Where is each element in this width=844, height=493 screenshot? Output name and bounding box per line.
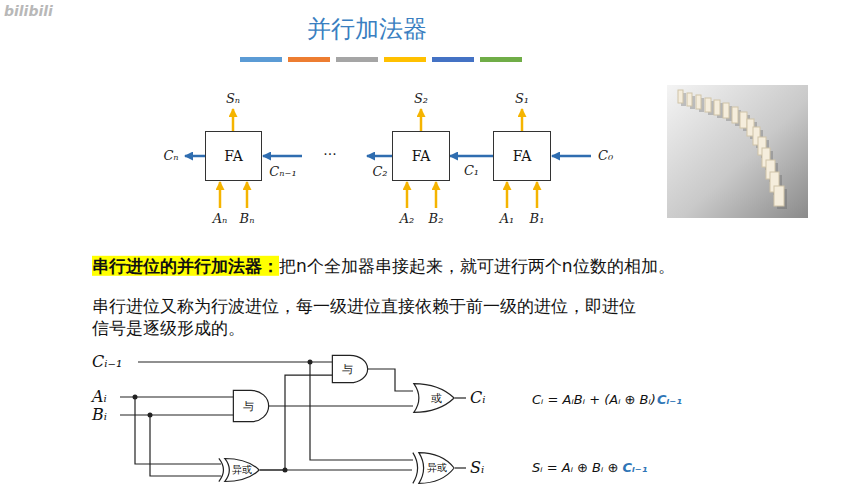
node-label: 或 bbox=[431, 391, 442, 406]
junction-dot bbox=[308, 360, 313, 365]
output-name: Sᵢ bbox=[470, 458, 484, 477]
node-label: 与 bbox=[342, 362, 353, 377]
signal-name: Cₙ₋₁ bbox=[269, 164, 296, 180]
a-wire bbox=[120, 397, 233, 464]
body-text: 串行进位又称为行波进位，每一级进位直接依赖于前一级的进位，即进位信号是逐级形成的… bbox=[92, 295, 652, 339]
color-bar bbox=[480, 57, 522, 62]
carry-arrow bbox=[185, 155, 205, 158]
input-arrow bbox=[406, 182, 409, 208]
signal-name: Sₙ bbox=[226, 91, 240, 107]
wire-connector bbox=[260, 375, 332, 470]
signal-name: C₀ bbox=[598, 148, 613, 164]
signal-name: Aₙ bbox=[213, 211, 228, 227]
or-gate: 或 bbox=[413, 383, 455, 413]
color-bar bbox=[336, 57, 378, 62]
input-name: Aᵢ bbox=[92, 387, 107, 406]
formula: Cᵢ = AᵢBᵢ + (Aᵢ ⊕ Bᵢ) bbox=[532, 392, 656, 408]
input-arrow bbox=[435, 182, 438, 208]
gate-outline bbox=[413, 453, 418, 484]
full-adder-box: FA bbox=[493, 131, 551, 181]
input-arrow bbox=[219, 182, 222, 208]
body-text: 把n个全加器串接起来，就可进行两个n位数的相加。 bbox=[279, 256, 675, 276]
full-adder-box: FA bbox=[392, 131, 450, 181]
domino bbox=[732, 107, 738, 123]
gate-outline bbox=[419, 453, 454, 484]
domino bbox=[705, 98, 711, 112]
signal-name: B₁ bbox=[530, 211, 545, 227]
color-bar bbox=[288, 57, 330, 62]
color-bar bbox=[240, 57, 282, 62]
highlight-term: 串行进位的并行加法器： bbox=[92, 256, 279, 276]
node-label: FA bbox=[513, 148, 532, 164]
carry-in-wire bbox=[138, 362, 413, 460]
b-wire bbox=[120, 415, 233, 476]
input-name: Cᵢ₋₁ bbox=[92, 352, 122, 371]
gate-outline bbox=[233, 390, 268, 421]
signal-name: B₂ bbox=[429, 211, 444, 227]
color-bar bbox=[384, 57, 426, 62]
domino bbox=[723, 103, 729, 118]
junction-dot bbox=[133, 395, 138, 400]
node-label: 与 bbox=[243, 399, 254, 414]
carry-connector bbox=[450, 155, 493, 158]
domino bbox=[687, 93, 692, 106]
output-name: Cᵢ bbox=[470, 388, 485, 407]
domino-photo bbox=[667, 85, 808, 218]
signal-name: A₁ bbox=[500, 211, 515, 227]
wire-connector bbox=[368, 369, 413, 391]
carry-out-wire bbox=[455, 397, 466, 398]
xor-gate: 异或 bbox=[412, 452, 455, 484]
signal-name: Cₙ bbox=[163, 148, 178, 164]
full-adder-box: FA bbox=[205, 131, 262, 181]
carry-arrow bbox=[552, 155, 591, 158]
wire-connector bbox=[260, 469, 412, 470]
gate-outline bbox=[219, 458, 224, 481]
domino bbox=[678, 90, 683, 103]
carry-arrow bbox=[263, 155, 302, 158]
dominoes bbox=[678, 90, 787, 209]
input-arrow bbox=[536, 182, 539, 208]
gate-outline bbox=[414, 384, 454, 413]
domino bbox=[774, 186, 784, 206]
sum-arrow bbox=[232, 109, 235, 131]
watermark: bilibili bbox=[4, 3, 53, 20]
formula-term: Cᵢ₋₁ bbox=[622, 460, 647, 476]
xor-gate: 异或 bbox=[218, 458, 260, 482]
domino bbox=[714, 100, 720, 115]
edge-label: C₁ bbox=[464, 163, 479, 179]
sum-out-wire bbox=[455, 467, 466, 468]
formula-term: Cᵢ₋₁ bbox=[657, 392, 682, 408]
formula: Sᵢ = Aᵢ ⊕ Bᵢ ⊕ bbox=[532, 460, 618, 476]
wire-connector bbox=[269, 405, 413, 406]
slide-title: 并行加法器 bbox=[307, 13, 427, 45]
signal-name: C₂ bbox=[372, 164, 387, 180]
ellipsis: ··· bbox=[323, 146, 336, 163]
sum-arrow bbox=[521, 109, 524, 131]
input-arrow bbox=[506, 182, 509, 208]
color-bar bbox=[432, 57, 474, 62]
input-name: Bᵢ bbox=[92, 405, 107, 424]
and-gate: 与 bbox=[332, 355, 368, 383]
and-gate: 与 bbox=[233, 390, 269, 422]
node-label: 异或 bbox=[232, 463, 252, 477]
signal-name: S₁ bbox=[515, 91, 529, 107]
signal-name: A₂ bbox=[400, 211, 415, 227]
domino bbox=[740, 112, 747, 128]
node-label: FA bbox=[412, 148, 431, 164]
input-arrow bbox=[246, 182, 249, 208]
carry-arrow bbox=[367, 155, 392, 158]
junction-dot bbox=[148, 413, 153, 418]
gate-outline bbox=[225, 458, 259, 481]
signal-name: S₂ bbox=[414, 91, 428, 107]
node-label: FA bbox=[224, 148, 243, 164]
gate-outline bbox=[332, 355, 367, 382]
signal-name: Bₙ bbox=[240, 211, 255, 227]
node-label: 异或 bbox=[427, 461, 447, 475]
sum-arrow bbox=[420, 109, 423, 131]
domino bbox=[696, 95, 701, 109]
